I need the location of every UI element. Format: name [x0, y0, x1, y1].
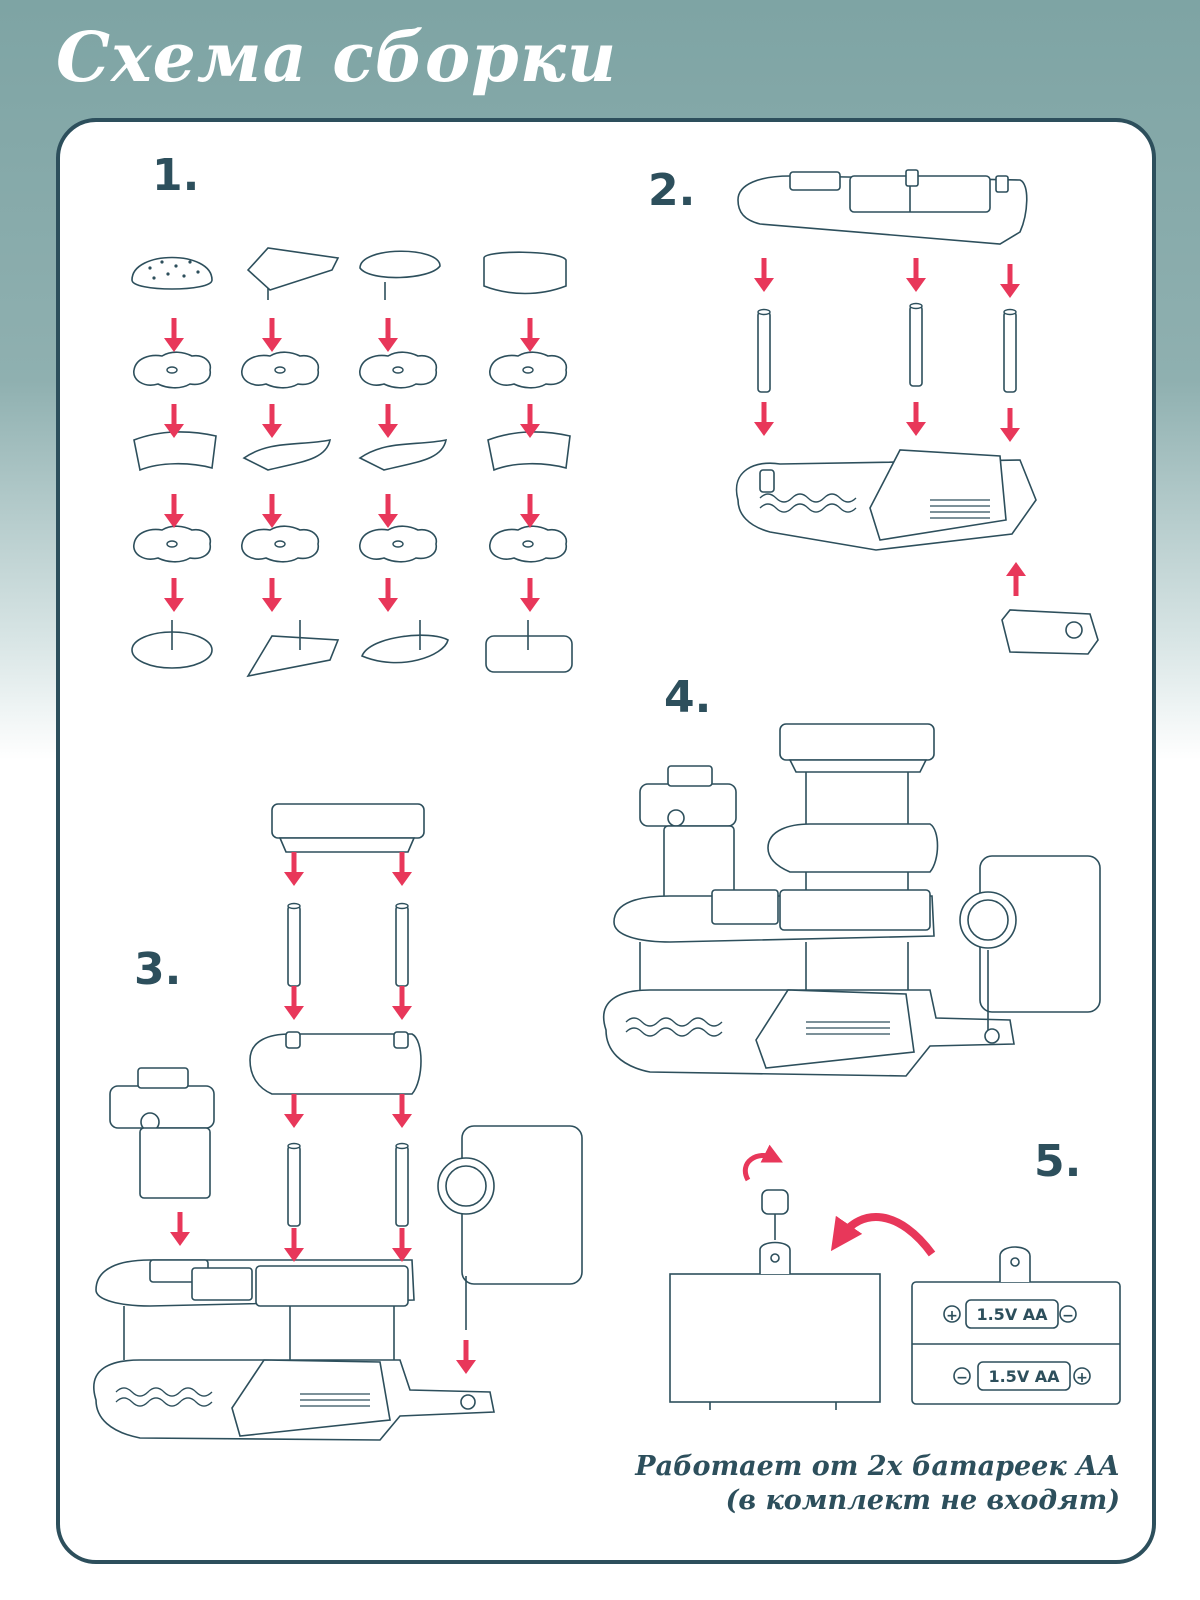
page-title: Схема сборки [56, 18, 618, 98]
step-4-number: 4. [664, 672, 712, 723]
step-2-parts [735, 169, 1099, 655]
step-5-battery [669, 1189, 1121, 1410]
battery-label-bottom: 1.5V AA [988, 1367, 1060, 1386]
battery-label-top: 1.5V AA [976, 1305, 1048, 1324]
insert-arrow-icon [830, 1213, 936, 1257]
step-5-number: 5. [1034, 1136, 1082, 1187]
battery-note-line2: (в комплект не входят) [725, 1485, 1120, 1516]
battery-minus-bottom: − [956, 1370, 968, 1386]
step-1-food-stacks [131, 247, 573, 678]
battery-plus-top: + [946, 1308, 958, 1324]
battery-minus-top: − [1062, 1308, 1074, 1324]
step-2-number: 2. [648, 165, 696, 216]
battery-plus-bottom: + [1076, 1370, 1088, 1386]
step-3-parts [93, 803, 583, 1441]
battery-note: Работает от 2х батареек АА (в комплект н… [635, 1450, 1120, 1518]
step-4-assembled-kitchen [603, 723, 1101, 1077]
battery-note-line1: Работает от 2х батареек АА [635, 1451, 1120, 1482]
step-1-number: 1. [152, 150, 200, 201]
step-1-arrows [164, 318, 540, 612]
step-3-number: 3. [134, 944, 182, 995]
rotate-arrow-icon [743, 1144, 783, 1182]
